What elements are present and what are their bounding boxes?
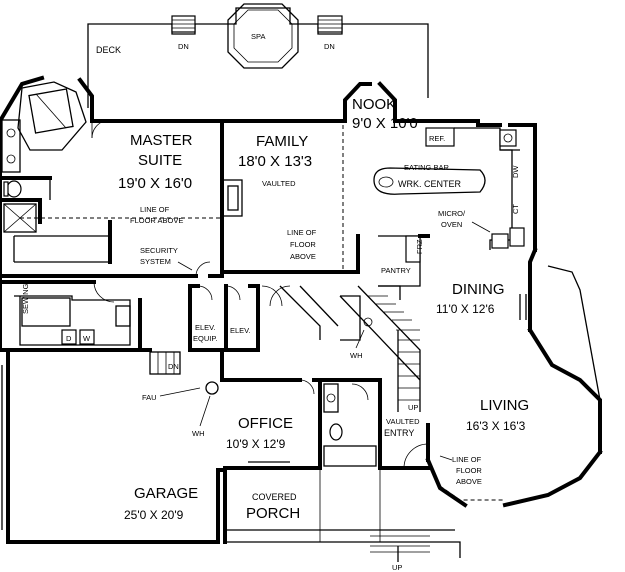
cooktop <box>509 227 525 247</box>
family-line-1: LINE OF <box>287 228 317 237</box>
living-line-2: FLOOR <box>456 466 482 475</box>
vanity <box>1 119 21 173</box>
master-size: 19'0 X 16'0 <box>118 175 192 192</box>
spa-label: SPA <box>251 32 265 41</box>
family-size: 18'0 X 13'3 <box>238 153 312 170</box>
dn-to-garage: DN <box>168 362 179 371</box>
living-line-1: LINE OF <box>452 455 482 464</box>
deck-dn-left: DN <box>178 42 189 51</box>
eating-bar: EATING BAR <box>404 163 449 172</box>
front-steps: UP <box>319 470 430 572</box>
powder-toilet <box>329 423 343 441</box>
fireplace <box>221 179 243 217</box>
nook-size: 9'0 X 10'0 <box>352 115 418 132</box>
office-size: 10'9 X 12'9 <box>226 437 286 451</box>
wh-label-garage: WH <box>192 429 205 438</box>
up-front: UP <box>392 563 402 572</box>
micro-label-2: OVEN <box>441 220 462 229</box>
entry-1: VAULTED <box>386 417 420 426</box>
covered-1: COVERED <box>252 492 297 502</box>
security-1: SECURITY <box>140 246 178 255</box>
dryer-label: D <box>66 334 72 343</box>
ct-label: CT <box>511 204 520 214</box>
laundry-sink <box>115 305 131 327</box>
sewing-label: SEWING <box>21 283 30 314</box>
main-stair: UP <box>339 285 421 412</box>
corner-tub <box>17 81 87 151</box>
dw-label: DW <box>511 165 520 178</box>
living-name: LIVING <box>480 397 529 414</box>
up-label: UP <box>408 403 418 412</box>
work-center-island <box>373 167 486 195</box>
garage-stair: DN <box>149 351 181 375</box>
master-name-1: MASTER <box>130 132 193 149</box>
powder-tub <box>323 445 377 467</box>
toilet <box>6 180 22 198</box>
family-vaulted: VAULTED <box>262 179 296 188</box>
covered-2: PORCH <box>246 505 300 522</box>
dining-size: 11'0 X 12'6 <box>436 302 495 316</box>
security-2: SYSTEM <box>140 257 171 266</box>
garage-name: GARAGE <box>134 485 198 502</box>
nook-name: NOOK <box>352 96 396 113</box>
dining-name: DINING <box>452 281 505 298</box>
deck: DECK DN DN SPA <box>87 3 429 108</box>
family-line-2: FLOOR <box>290 240 316 249</box>
living-size: 16'3 X 16'3 <box>466 419 526 433</box>
family-line-3: ABOVE <box>290 252 316 261</box>
micro-oven <box>491 233 509 249</box>
frz-label: FRZ <box>415 239 424 254</box>
water-heater <box>205 381 219 395</box>
spa-inner <box>233 9 293 63</box>
elev-equip-1: ELEV. <box>195 323 216 332</box>
master-line-1: LINE OF <box>140 205 170 214</box>
elevator: ELEV. EQUIP. ELEV. <box>188 284 291 352</box>
master-line-2: FLOOR ABOVE <box>130 216 183 225</box>
deck-label: DECK <box>96 45 121 55</box>
pantry-label: PANTRY <box>381 266 411 275</box>
garage-size: 25'0 X 20'9 <box>124 508 184 522</box>
wh-label-top: WH <box>350 351 363 360</box>
master-bath <box>0 81 220 264</box>
office-name: OFFICE <box>238 415 293 432</box>
spa-outer <box>227 3 299 69</box>
deck-dn-right: DN <box>324 42 335 51</box>
entry-2: ENTRY <box>384 428 414 438</box>
refrigerator <box>425 127 455 147</box>
washer <box>79 329 95 345</box>
master-name-2: SUITE <box>138 152 182 169</box>
micro-label-1: MICRO/ <box>438 209 466 218</box>
powder-bath <box>318 378 382 467</box>
washer-label: W <box>83 334 91 343</box>
freezer <box>405 235 421 263</box>
elev-equip-2: EQUIP. <box>193 334 217 343</box>
living-line-3: ABOVE <box>456 477 482 486</box>
elev-label: ELEV. <box>230 326 251 335</box>
wrk-center: WRK. CENTER <box>398 179 462 189</box>
exterior-walls <box>0 75 603 544</box>
ref-label: REF. <box>429 134 445 143</box>
sewing-laundry: D W SEWING <box>0 280 142 352</box>
family-name: FAMILY <box>256 133 308 150</box>
fau-label: FAU <box>142 393 157 402</box>
dryer <box>61 329 77 345</box>
sink <box>499 129 517 147</box>
tub-inner <box>28 88 74 134</box>
